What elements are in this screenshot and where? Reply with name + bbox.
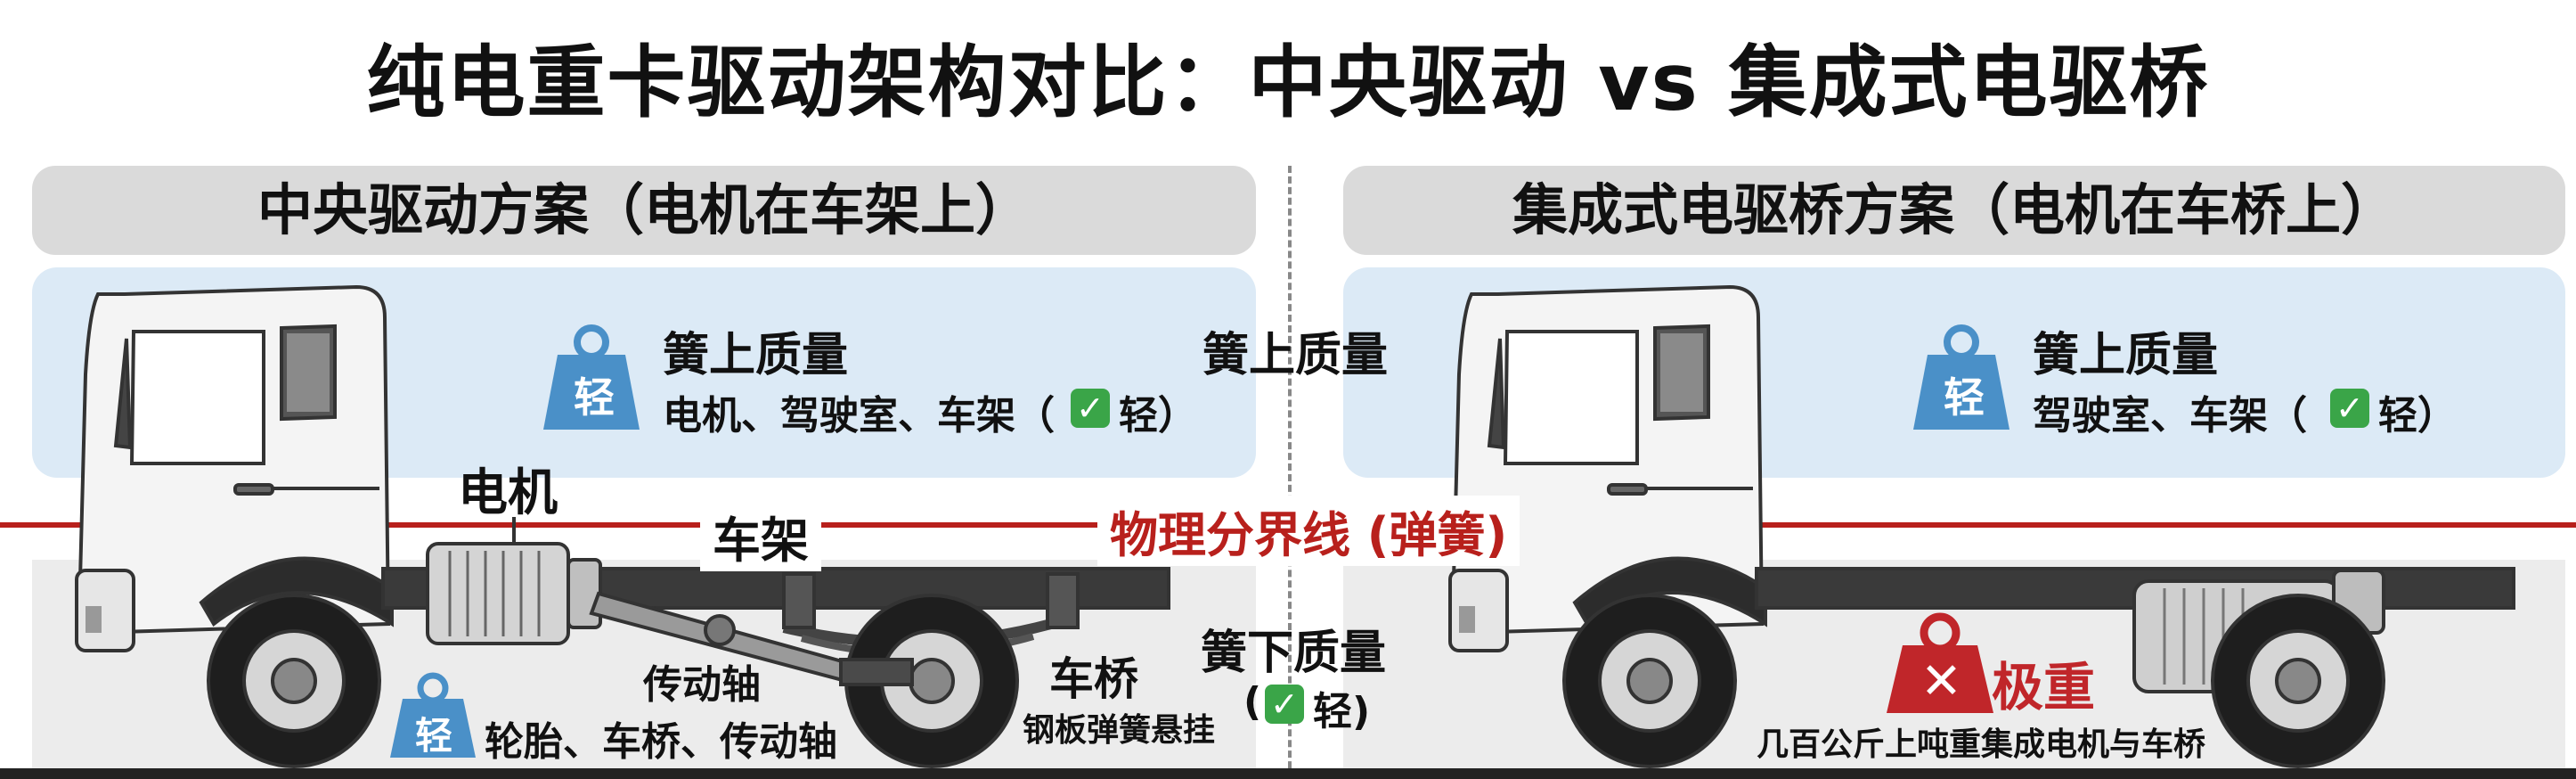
heavy-label: 极重 (1992, 657, 2096, 718)
left-light-weight-icon (543, 324, 640, 430)
axle-label: 车桥 (1049, 653, 1138, 705)
left-check-icon: ✓ (1076, 389, 1105, 428)
heavy-x-icon: ✕ (1920, 652, 1962, 710)
page-title: 纯电重卡驱动架构对比：中央驱动 vs 集成式电驱桥 (366, 37, 2210, 128)
lower-light-badge: 轻 (415, 714, 453, 758)
lower-light-weight-icon (390, 672, 476, 758)
left-sprung-title: 簧上质量 (663, 329, 849, 382)
heavy-weight-icon (1887, 612, 1993, 713)
ground-line (0, 768, 2576, 779)
left-panel-header: 中央驱动方案（电机在车架上） (32, 166, 1256, 255)
left-sprung-check-box (1071, 389, 1110, 428)
left-truck (75, 284, 1170, 768)
right-light-badge: 轻 (1944, 373, 1985, 422)
right-light-weight-icon (1913, 324, 2009, 430)
right-sprung-check-box (2330, 389, 2369, 428)
motor-label: 电机 (458, 464, 558, 522)
boundary-label: 物理分界线 (弹簧) (1097, 496, 1520, 566)
right-sprung-title: 簧上质量 (2033, 329, 2219, 382)
right-sprung-items: 驾驶室、车架（ (2033, 393, 2307, 439)
drive-shaft-label: 传动轴 (643, 662, 761, 708)
unsprung-check-icon: ✓ (1270, 685, 1299, 724)
right-panel-header: 集成式电驱桥方案（电机在车桥上） (1343, 166, 2565, 255)
lower-items-label: 轮胎、车桥、传动轴 (485, 719, 837, 765)
unsprung-open-paren: ( (1243, 679, 1262, 725)
suspension-label: 钢板弹簧悬挂 (1023, 712, 1216, 749)
left-sprung-items: 电机、驾驶室、车架（ (663, 393, 1055, 439)
left-sprung-weight: 轻） (1119, 393, 1197, 439)
heavy-description: 几百公斤上吨重集成电机与车桥 (1757, 726, 2206, 763)
center-divider (1288, 166, 1292, 779)
unsprung-weight: 轻) (1313, 689, 1371, 734)
right-check-icon: ✓ (2336, 389, 2364, 428)
unsprung-check-box (1265, 685, 1304, 724)
unsprung-label: 簧下质量 (1201, 627, 1387, 680)
center-sprung-label: 簧上质量 (1202, 329, 1389, 382)
left-light-badge: 轻 (574, 373, 615, 422)
frame-label: 车架 (700, 501, 821, 571)
right-sprung-weight: 轻） (2378, 393, 2457, 439)
right-truck (1448, 284, 2515, 768)
